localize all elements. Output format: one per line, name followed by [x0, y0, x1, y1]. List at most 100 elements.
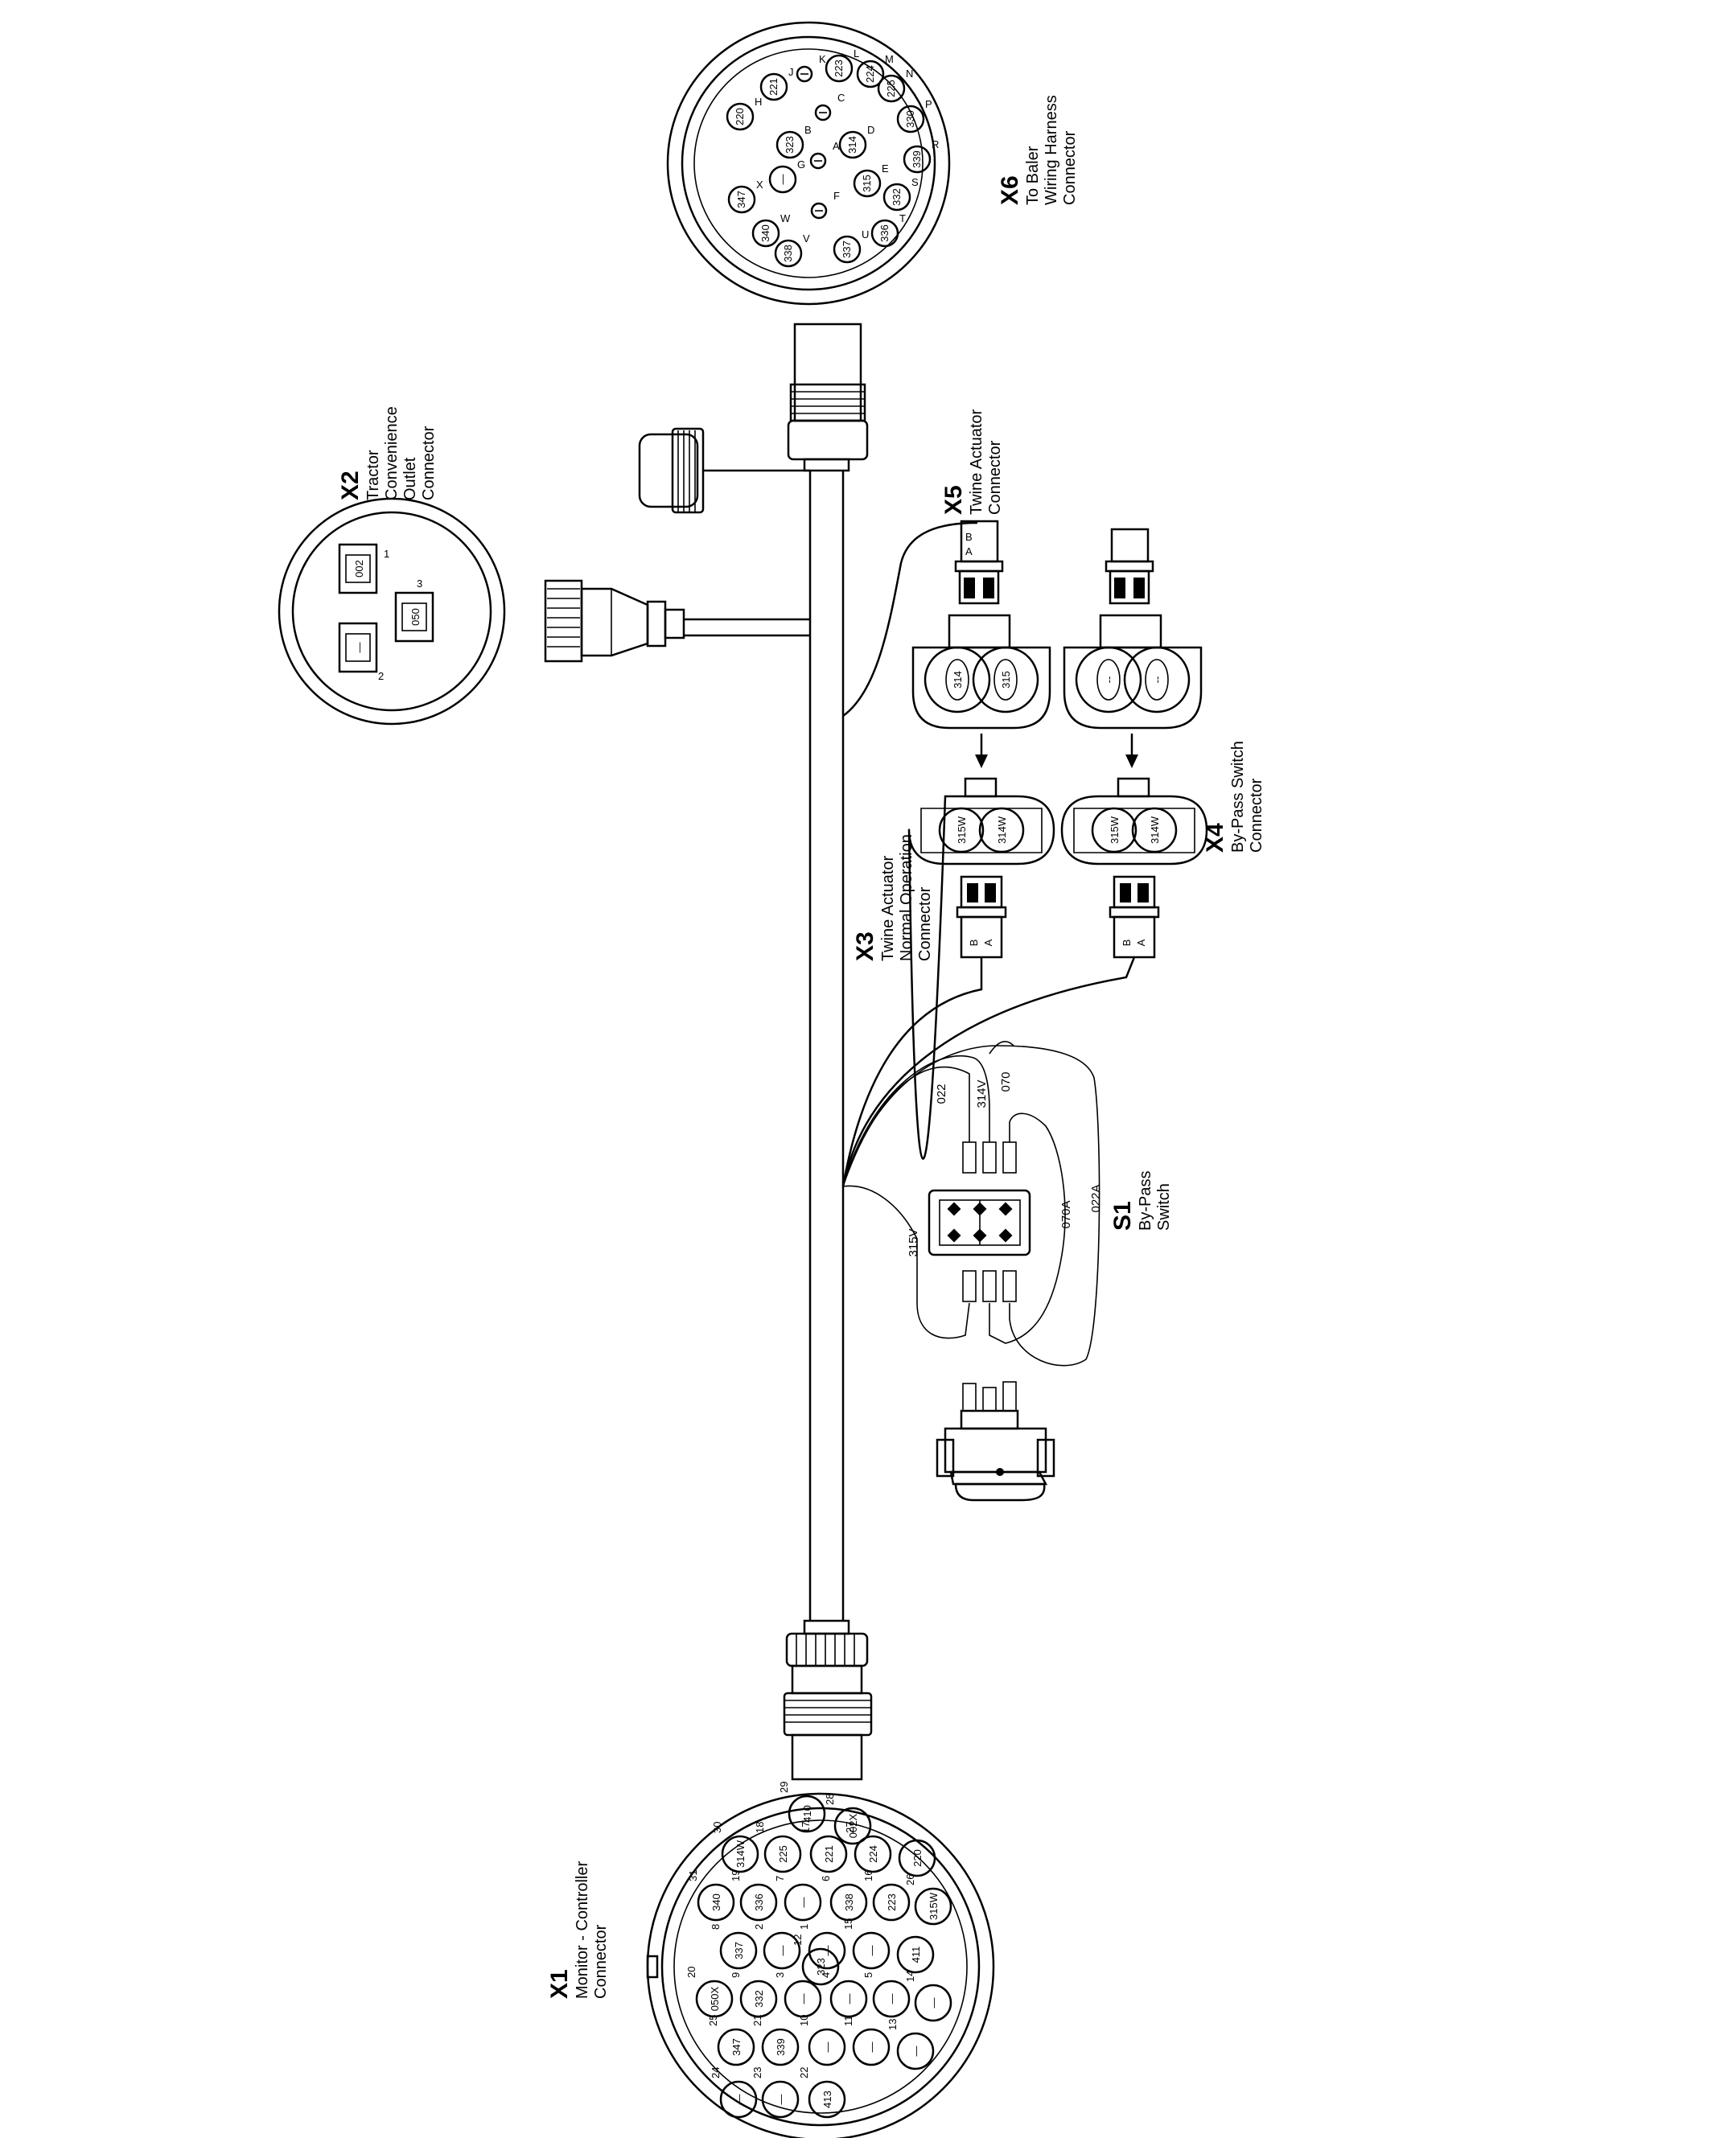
x2-line-3: Outlet: [401, 457, 419, 500]
x3-line-2: Normal Operation: [898, 834, 915, 961]
s1-line-1: By-Pass: [1137, 1171, 1154, 1231]
x4-upper-cavity-2: --: [1151, 676, 1163, 684]
x1-pin-wire: 410: [801, 1805, 813, 1823]
x6-pin-letter: H: [755, 96, 762, 108]
x1-pin-number: 13: [887, 2019, 899, 2030]
x1-pin-wire: —: [843, 1994, 855, 2004]
x1-pin-wire: —: [886, 1994, 898, 2004]
s1-wiring: 022 314V 070 315V 070A 022A: [841, 956, 1136, 1367]
x1-pin-number: 27: [844, 1822, 856, 1833]
x1-pin-number: 16: [862, 1870, 874, 1881]
x1-pin-number: 2: [753, 1924, 765, 1930]
x1-pin: —5: [862, 1972, 911, 2018]
x1-pin-wire: —: [776, 1946, 788, 1956]
s1-line-2: Switch: [1155, 1183, 1173, 1231]
x6-pin-letter: T: [899, 212, 906, 224]
x6-pin-letter: D: [867, 124, 874, 136]
x4-cavity-1: 315W: [1109, 816, 1121, 844]
x2-id: X2: [337, 471, 364, 500]
x1-pin: —11: [842, 2016, 891, 2066]
x6-pin-letter: K: [819, 53, 826, 65]
x2-pin-2-num: 2: [378, 670, 384, 682]
x1-pin: —14: [904, 1971, 952, 2022]
x1-pin: —10: [798, 2015, 846, 2066]
x1-pin-wire: 338: [843, 1893, 855, 1911]
x6-pin-letter: C: [837, 92, 845, 104]
x4-cavity-2: 314W: [1149, 816, 1161, 844]
x1-pin-number: 31: [687, 1870, 699, 1881]
x6-pin-letter: G: [797, 158, 805, 171]
x1-pin-number: 17: [800, 1822, 812, 1833]
x6-pin-wire: 330: [904, 110, 916, 128]
x3-line-1: Twine Actuator: [879, 855, 897, 961]
x1-pin-wire: —: [797, 1897, 809, 1908]
x6-pin-wire: 223: [833, 60, 845, 77]
x1-pin-wire: 315W: [928, 1892, 940, 1920]
x1-pin-wire: 347: [730, 2038, 743, 2056]
x3-pin-b: B: [968, 939, 980, 947]
x2-pin-3-num: 3: [417, 578, 422, 590]
x6-pin-wire: 220: [734, 108, 746, 125]
x1-pin-wire: 411: [910, 1947, 922, 1963]
x1-pin-wire: —: [733, 2095, 745, 2105]
s1-wire-022a: 022A: [1089, 1184, 1103, 1212]
x1-pin-number: 30: [711, 1822, 723, 1833]
x1-pin-wire: 225: [777, 1845, 789, 1863]
x1-pin-number: 7: [774, 1876, 786, 1881]
x6-pin-wire: 336: [878, 224, 891, 242]
x1-pin-wire: —: [866, 1946, 878, 1956]
x4-line-2: Connector: [1248, 778, 1265, 853]
rocker-switch-side-view: [936, 1381, 1055, 1502]
x6-label: X6 To Baler Wiring Harness Connector: [997, 95, 1079, 205]
x5-line-2: Connector: [986, 440, 1004, 515]
x1-pin: 224 27: [844, 1822, 892, 1873]
x1-pin-wire: 340: [710, 1893, 722, 1911]
x1-pin-number: 23: [751, 2067, 763, 2078]
x1-pin-wire: 224: [867, 1845, 879, 1863]
x5-plug: B A: [954, 520, 1004, 605]
x3-line-3: Connector: [916, 886, 934, 961]
x1-pin-number: 25: [707, 2015, 719, 2026]
x4-line-1: By-Pass Switch: [1229, 741, 1247, 853]
x2-line-1: Tractor: [364, 450, 382, 500]
x5-cavity-1: 314: [952, 671, 964, 689]
x1-pin-wire: —: [821, 2042, 833, 2053]
x6-pin-wire: 337: [841, 241, 853, 258]
x3-cavity-2: 314W: [996, 816, 1008, 844]
x1-pin-wire: —: [797, 1994, 809, 2004]
x6-pin-wire: 339: [911, 150, 923, 168]
x1-pin-wire: 314W: [734, 1840, 747, 1868]
x1-pin-wire: 220: [911, 1849, 924, 1867]
x1-pin: —4: [820, 1972, 868, 2018]
x5-pin-b: B: [965, 531, 973, 543]
x1-connector: 41029002X28314W3022518221172242722034031…: [646, 1782, 995, 2138]
x2-label: X2 Tractor Convenience Outlet Connector: [337, 406, 438, 500]
x1-pin-wire: 413: [821, 2091, 833, 2108]
x1-pin-wire: 002X: [847, 1813, 859, 1838]
x5-pin-a: A: [965, 545, 973, 557]
x1-pin-number: 4: [820, 1972, 832, 1978]
x4-pin-a: A: [1135, 939, 1147, 946]
main-harness: [544, 323, 978, 1781]
x1-pin-number: 15: [842, 1918, 854, 1930]
x6-pin-wire: 332: [891, 188, 903, 206]
x6-pin-wire: 224: [864, 65, 876, 83]
x1-pin-wire: —: [866, 2042, 878, 2053]
x1-pin-number: 14: [904, 1971, 916, 1982]
x4-id: X4: [1202, 823, 1228, 853]
x6-line-2: Wiring Harness: [1043, 95, 1060, 205]
